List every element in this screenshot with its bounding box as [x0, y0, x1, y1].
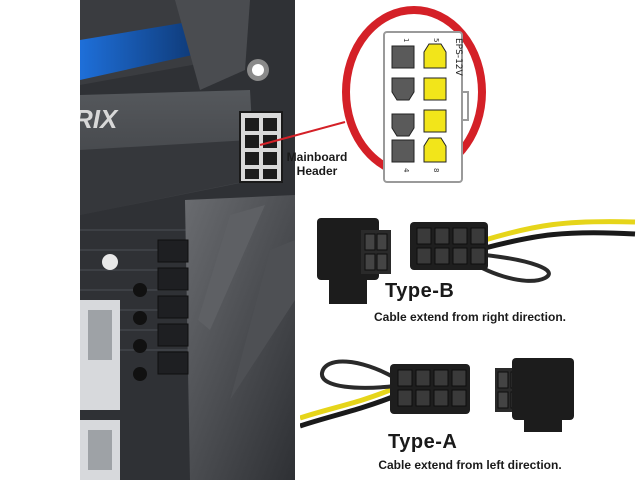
mainboard-header-line2: Header [296, 164, 338, 178]
pin-ground [391, 113, 415, 137]
motherboard-image: RIX [80, 0, 295, 480]
eps-12v-label: EPS-12V [453, 38, 463, 77]
pin-ground [391, 45, 415, 69]
pin-number-8: 8 [432, 168, 440, 172]
pin-power [423, 109, 447, 133]
motherboard-illustration: RIX [80, 0, 295, 480]
pin-ground [391, 77, 415, 101]
mainboard-header-line1: Mainboard [286, 150, 348, 164]
board-logo-text: RIX [80, 104, 119, 134]
type-a-description: Cable extend from left direction. [378, 458, 562, 472]
pin-number-4: 4 [402, 168, 410, 173]
callout-pointer-line [259, 121, 346, 146]
type-a-cable-image [300, 358, 574, 432]
eps-pinout-diagram: 1 5 4 8 EPS-12V [342, 6, 486, 183]
pin-ground [391, 139, 415, 163]
type-b-description: Cable extend from right direction. [373, 310, 567, 324]
pin-power [423, 77, 447, 101]
pinout-callout: 1 5 4 8 EPS-12V [338, 0, 490, 188]
pin-number-1: 1 [402, 38, 410, 42]
type-b-title: Type-B [385, 280, 455, 302]
type-b-cable-image [317, 218, 636, 304]
type-a-title: Type-A [388, 431, 458, 453]
pin-number-5: 5 [432, 38, 440, 42]
pin-power [423, 137, 447, 163]
mainboard-header-label: Mainboard Header [272, 150, 362, 178]
pin-power [423, 43, 447, 69]
